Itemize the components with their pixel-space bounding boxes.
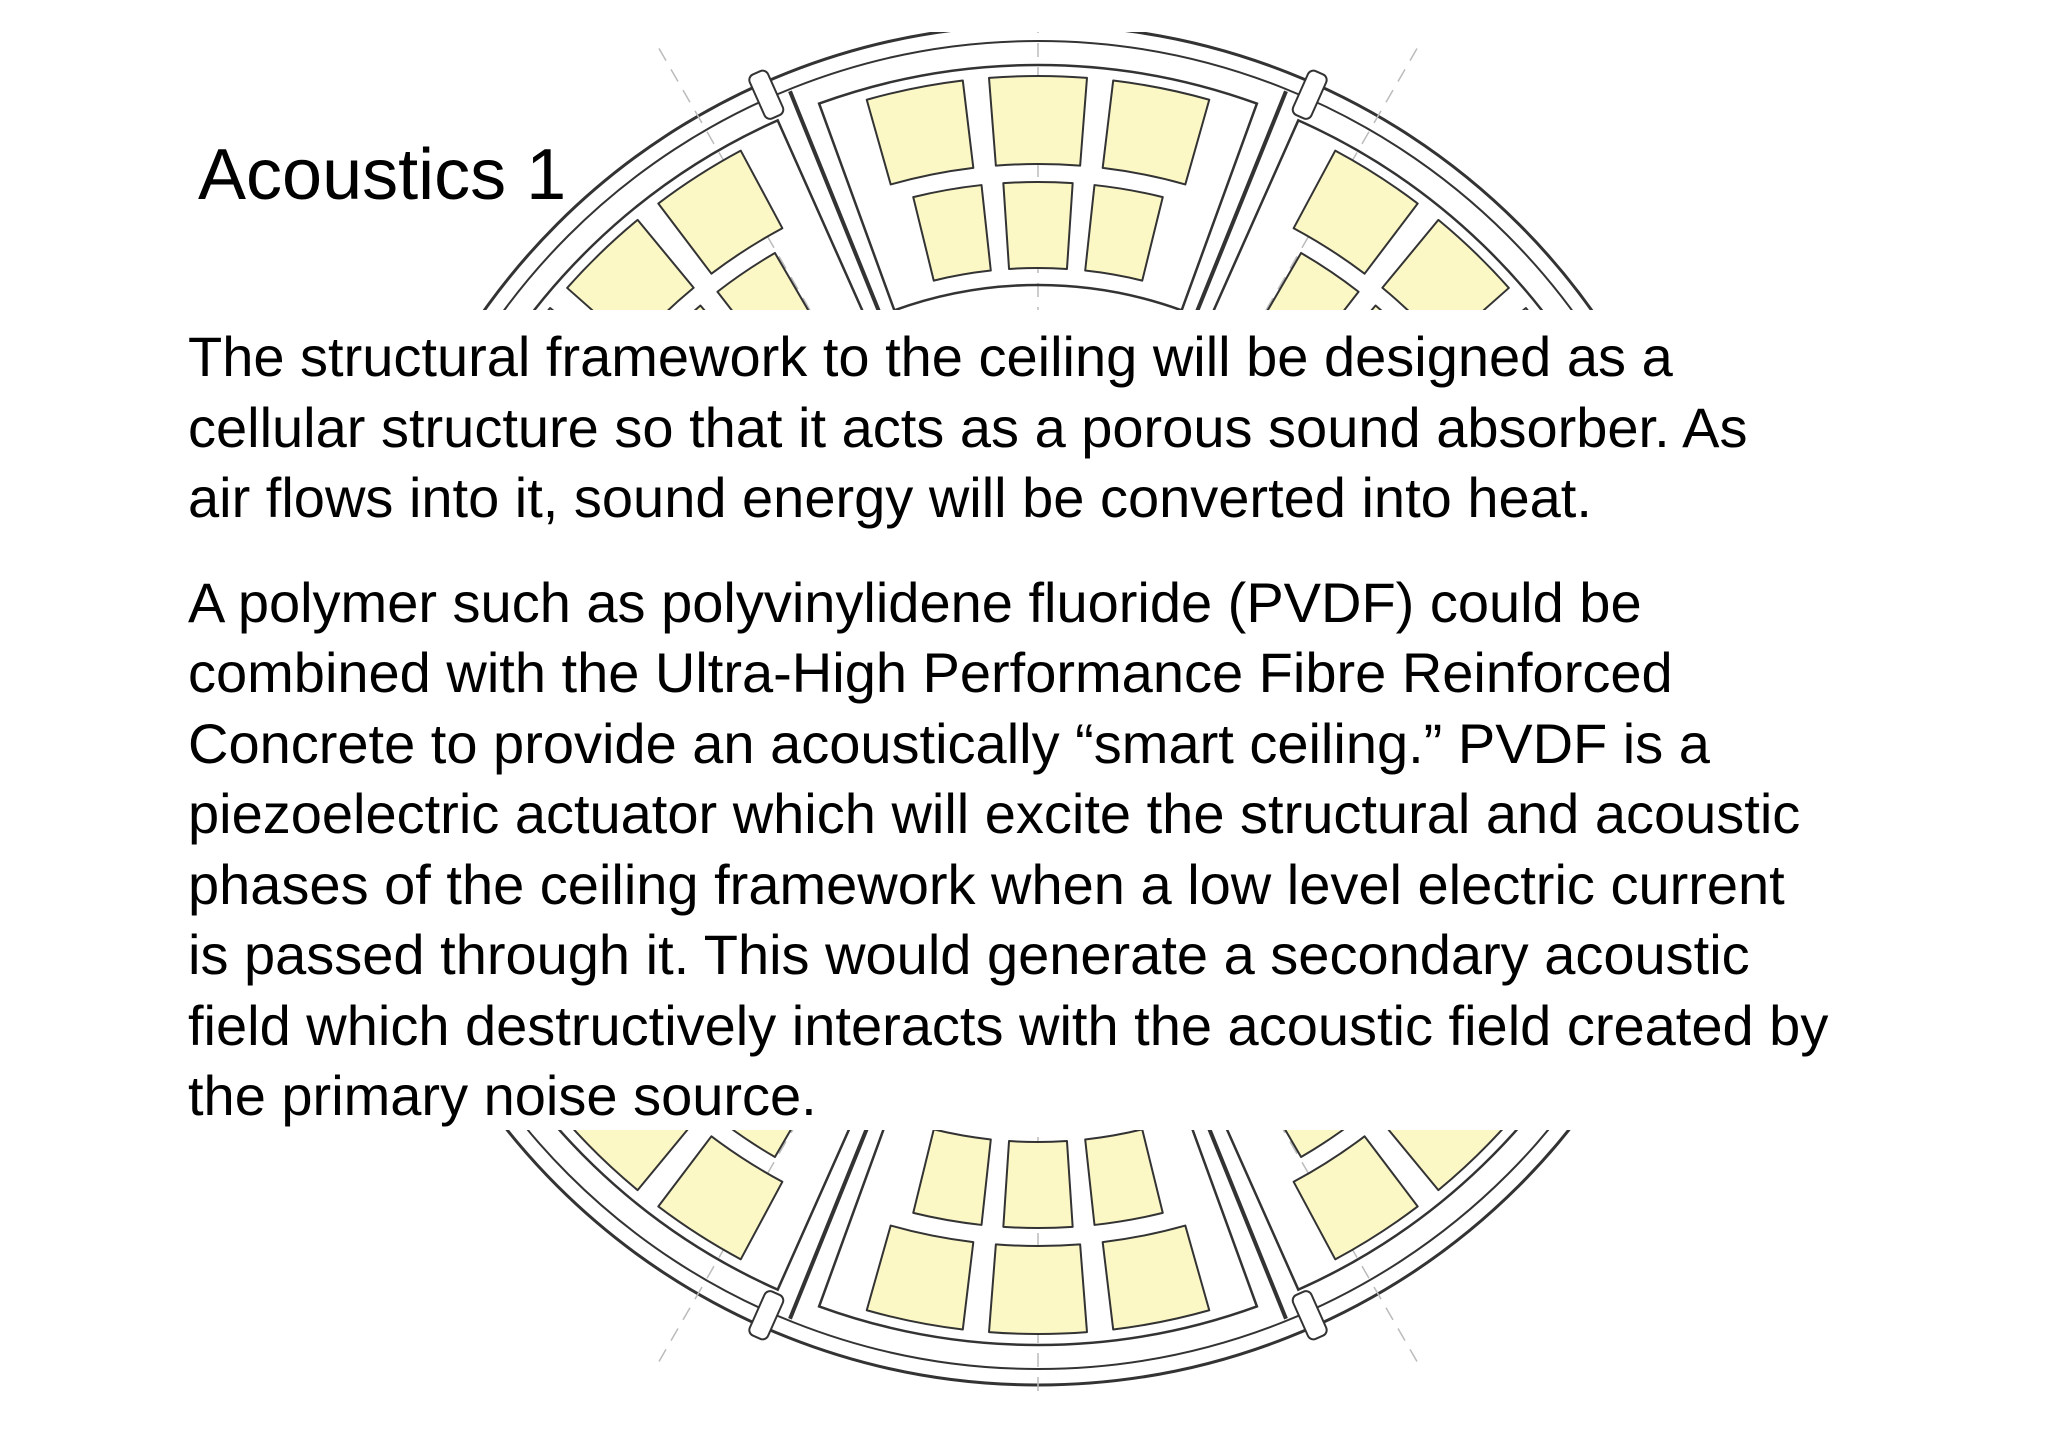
acoustic-cell bbox=[865, 79, 975, 186]
text-backdrop bbox=[172, 310, 1922, 1130]
text-line: is passed through it. This would generat… bbox=[188, 923, 1750, 986]
structural-rib bbox=[1193, 90, 1288, 317]
rim-tab bbox=[1291, 69, 1328, 120]
acoustic-cell bbox=[1002, 181, 1074, 270]
paragraph-1: The structural framework to the ceiling … bbox=[188, 322, 1928, 534]
structural-rib bbox=[1193, 1093, 1288, 1320]
slide-title: Acoustics 1 bbox=[198, 135, 567, 215]
acoustic-cell bbox=[1292, 1135, 1419, 1261]
acoustic-cell bbox=[1084, 1128, 1164, 1226]
text-line: A polymer such as polyvinylidene fluorid… bbox=[188, 570, 1642, 634]
structural-rib bbox=[788, 90, 883, 317]
acoustic-cell bbox=[912, 184, 992, 282]
text-line: air flows into it, sound energy will be … bbox=[188, 466, 1592, 529]
text-line: field which destructively interacts with… bbox=[188, 993, 1829, 1057]
acoustic-cell bbox=[1002, 1140, 1074, 1229]
acoustic-cell bbox=[865, 1224, 975, 1331]
text-line: Concrete to provide an acoustically “sma… bbox=[188, 711, 1710, 775]
structural-rib bbox=[788, 1093, 883, 1320]
body-text: The structural framework to the ceiling … bbox=[188, 322, 1928, 1166]
acoustic-cell bbox=[657, 149, 784, 275]
text-line: combined with the Ultra-High Performance… bbox=[188, 641, 1673, 704]
rim-tab bbox=[1291, 1290, 1328, 1341]
rim-tab bbox=[748, 1290, 785, 1341]
acoustic-cell bbox=[1292, 149, 1419, 275]
text-line: phases of the ceiling framework when a l… bbox=[188, 852, 1785, 916]
text-line: The structural framework to the ceiling … bbox=[188, 325, 1673, 388]
acoustic-cell bbox=[1084, 184, 1164, 282]
paragraph-2: A polymer such as polyvinylidene fluorid… bbox=[188, 568, 1928, 1132]
acoustic-cell bbox=[1101, 79, 1211, 186]
acoustic-cell bbox=[1101, 1224, 1211, 1331]
acoustic-cell bbox=[988, 75, 1088, 167]
text-line: cellular structure so that it acts as a … bbox=[188, 395, 1748, 459]
acoustic-cell bbox=[988, 1243, 1088, 1335]
text-line: piezoelectric actuator which will excite… bbox=[188, 782, 1801, 845]
text-line: the primary noise source. bbox=[188, 1064, 817, 1127]
sector-frame bbox=[817, 63, 1259, 312]
acoustic-cell bbox=[657, 1135, 784, 1261]
rim-tab bbox=[748, 69, 785, 120]
